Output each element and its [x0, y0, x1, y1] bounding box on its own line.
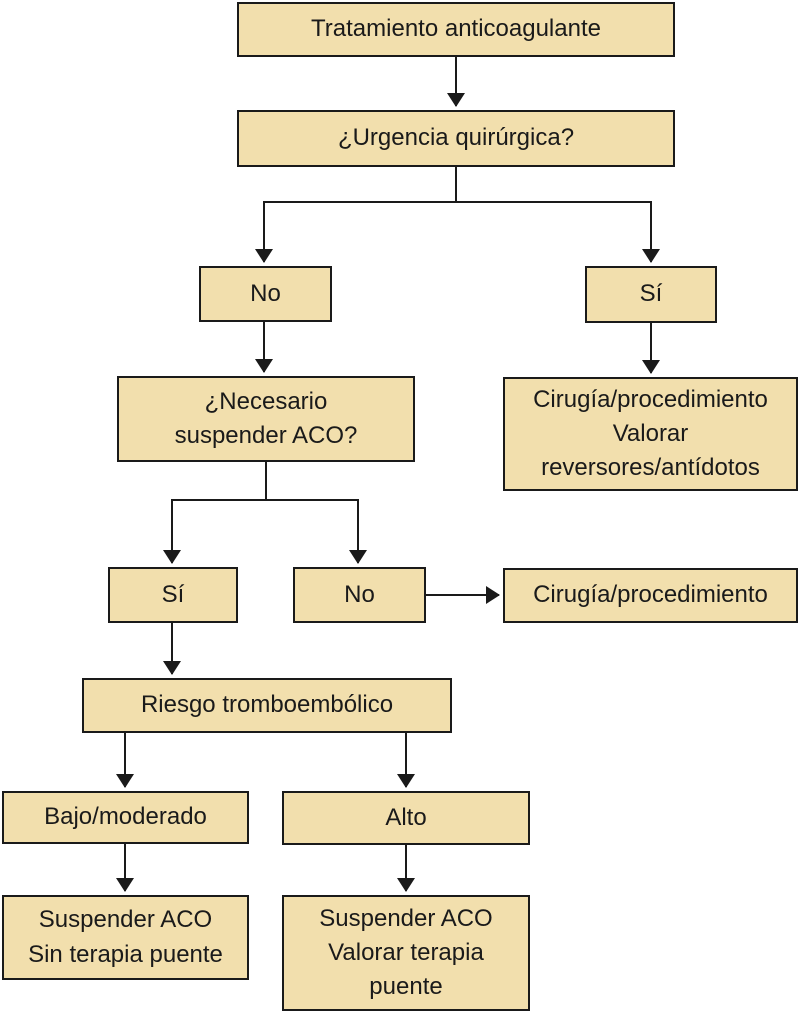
- node-surgery-procedure-label: Cirugía/procedimiento: [533, 581, 768, 609]
- node-suspend-consider-bridge-label: Suspender ACO Valorar terapia puente: [319, 904, 493, 1001]
- node-urgency-no: No: [199, 266, 332, 322]
- node-surgery-reversal-label: Cirugía/procedimiento Valorar reversores…: [533, 385, 768, 482]
- node-suspend-no-bridge: Suspender ACO Sin terapia puente: [2, 895, 249, 980]
- node-suspend-yes-label: Sí: [161, 580, 185, 608]
- node-suspend-no-bridge-label: Suspender ACO Sin terapia puente: [28, 906, 223, 968]
- node-thromboembolic-risk-label: Riesgo tromboembólico: [140, 691, 394, 719]
- node-surgery-reversal: Cirugía/procedimiento Valorar reversores…: [503, 377, 798, 491]
- node-risk-low-moderate: Bajo/moderado: [2, 791, 249, 844]
- node-need-suspend-aco-label: ¿Necesario suspender ACO?: [174, 387, 358, 449]
- node-risk-low-moderate-label: Bajo/moderado: [44, 803, 207, 831]
- node-risk-high: Alto: [282, 791, 530, 845]
- node-need-suspend-aco: ¿Necesario suspender ACO?: [117, 376, 415, 462]
- node-suspend-no: No: [293, 567, 426, 623]
- node-suspend-consider-bridge: Suspender ACO Valorar terapia puente: [282, 895, 530, 1011]
- node-urgency-no-label: No: [250, 279, 281, 307]
- node-start-label: Tratamiento anticoagulante: [311, 15, 601, 43]
- node-risk-high-label: Alto: [385, 803, 427, 831]
- node-surgical-urgency-label: ¿Urgencia quirúrgica?: [337, 124, 575, 152]
- node-start: Tratamiento anticoagulante: [237, 2, 675, 57]
- node-urgency-yes: Sí: [585, 266, 717, 323]
- node-urgency-yes-label: Sí: [639, 280, 663, 308]
- node-suspend-yes: Sí: [108, 567, 238, 623]
- node-surgical-urgency: ¿Urgencia quirúrgica?: [237, 110, 675, 167]
- node-suspend-no-label: No: [344, 580, 375, 608]
- node-thromboembolic-risk: Riesgo tromboembólico: [82, 678, 452, 733]
- node-surgery-procedure: Cirugía/procedimiento: [503, 568, 798, 623]
